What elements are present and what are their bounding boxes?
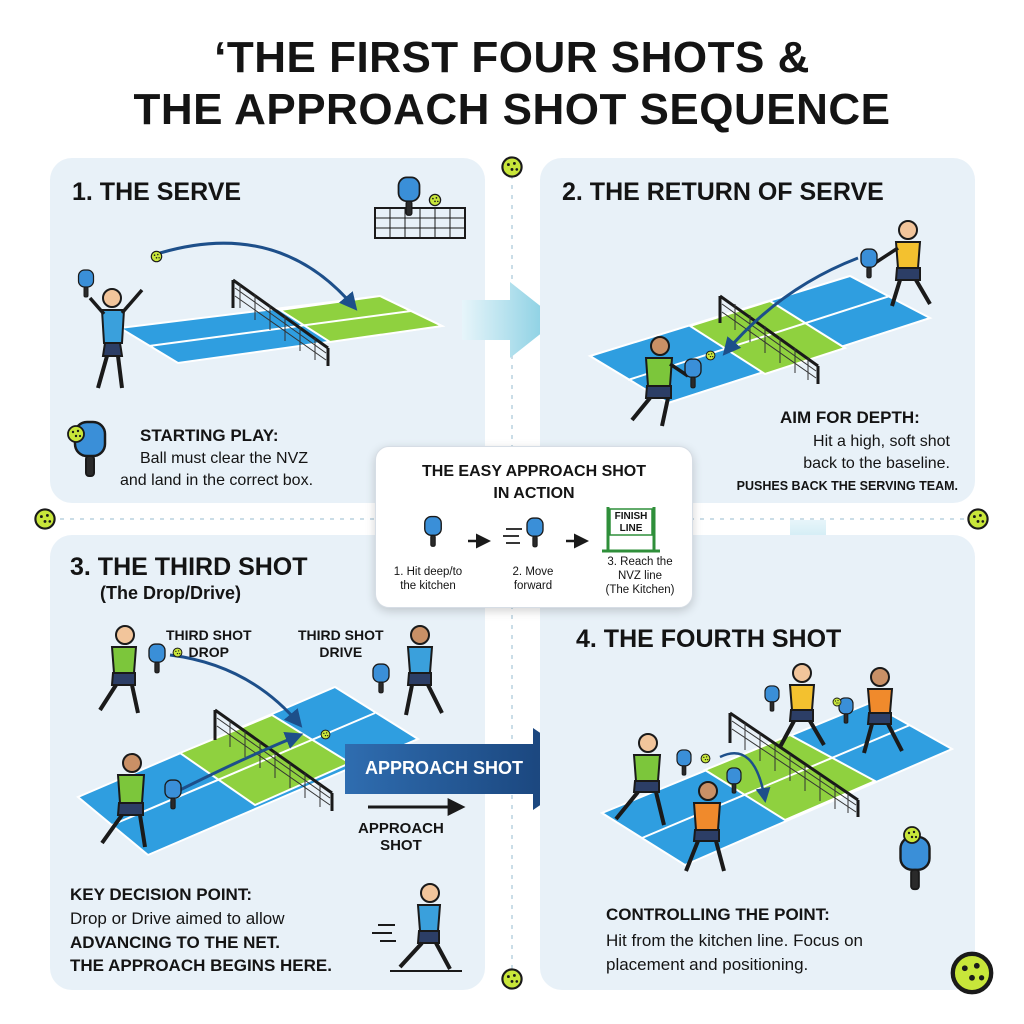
title-line-1: ‘THE FIRST FOUR SHOTS &	[214, 33, 810, 82]
serve-illustration	[67, 176, 466, 478]
return-illustration	[587, 220, 933, 427]
page-title: ‘THE FIRST FOUR SHOTS & THE APPROACH SHO…	[0, 32, 1024, 136]
caption-emphasis: THE APPROACH BEGINS HERE.	[70, 956, 332, 975]
caption-heading: CONTROLLING THE POINT:	[606, 905, 830, 924]
ball-icon	[500, 155, 524, 179]
player-icon	[630, 336, 689, 427]
label-line: DRIVE	[319, 644, 363, 660]
label-line: THIRD SHOT	[298, 627, 384, 643]
caption-line: Hit from the kitchen line. Focus on	[606, 931, 864, 950]
ball-icon	[700, 753, 711, 764]
label-line: APPROACH	[358, 820, 444, 837]
step-line: NVZ line	[617, 570, 663, 582]
paddle-icon	[424, 515, 442, 548]
step-line: (The Kitchen)	[605, 584, 675, 596]
paddle-icon	[397, 176, 421, 217]
approach-steps-illustration	[424, 507, 660, 553]
caption-line: Drop or Drive aimed to allow	[70, 909, 285, 928]
caption-heading: AIM FOR DEPTH:	[780, 408, 920, 427]
box-title-line: THE EASY APPROACH SHOT	[421, 463, 647, 480]
paddle-icon	[372, 663, 390, 694]
player-icon	[684, 781, 726, 872]
player-icon	[778, 663, 826, 748]
player-icon	[404, 625, 444, 716]
net-icon	[231, 278, 330, 366]
player-icon	[874, 220, 932, 307]
finish-line-label: FINISH LINE	[614, 511, 648, 535]
ball-icon	[705, 350, 716, 361]
step-line: the kitchen	[400, 580, 456, 592]
step-1: 1. Hit deep/to the kitchen	[382, 565, 474, 593]
label-line: DROP	[188, 644, 229, 660]
fourth-shot-illustration	[599, 663, 975, 990]
caption-line: Hit a high, soft shot	[813, 433, 950, 450]
ball-icon	[33, 507, 57, 531]
step-2: 2. Move forward	[488, 565, 578, 593]
ball-icon	[428, 193, 442, 207]
ball-icon	[903, 826, 921, 844]
panel-title: 4. THE FOURTH SHOT	[576, 625, 842, 653]
panel-serve: 1. THE SERVE	[50, 158, 485, 503]
paddle-icon	[676, 749, 692, 776]
finish-line-icon	[602, 507, 660, 553]
ball-icon	[832, 697, 842, 707]
label-line: SHOT	[380, 837, 422, 854]
net-icon	[213, 708, 334, 811]
ball-icon	[966, 507, 990, 531]
paddle-icon	[77, 269, 95, 298]
paddle-icon	[764, 685, 780, 712]
step-3: 3. Reach the NVZ line (The Kitchen)	[590, 555, 690, 597]
player-icon	[372, 883, 462, 972]
panel-return-of-serve: 2. THE RETURN OF SERVE AIM	[540, 158, 975, 503]
ball-icon	[953, 954, 991, 992]
ball-icon	[320, 729, 331, 740]
paddle-icon	[148, 643, 166, 674]
title-line-2: THE APPROACH SHOT SEQUENCE	[133, 85, 891, 134]
caption-line: placement and positioning.	[606, 955, 809, 974]
third-shot-illustration	[76, 625, 466, 972]
player-icon	[88, 288, 144, 389]
step-line: 3. Reach the	[607, 556, 673, 568]
caption-emphasis: ADVANCING TO THE NET.	[70, 933, 280, 952]
step-line: 1. Hit deep/to	[393, 566, 463, 578]
panel-subtitle: (The Drop/Drive)	[100, 583, 242, 603]
panel-fourth-shot: 4. THE FOURTH SHOT	[540, 535, 975, 990]
caption-emphasis: PUSHES BACK THE SERVING TEAM.	[736, 479, 958, 493]
finish-label-line: LINE	[619, 523, 643, 534]
player-icon	[100, 753, 147, 848]
caption-line: and land in the correct box.	[120, 472, 314, 489]
label-approach-shot-small: APPROACH SHOT	[358, 820, 444, 854]
finish-label-line: FINISH	[614, 511, 648, 522]
caption-line: Ball must clear the NVZ	[140, 450, 309, 467]
caption-heading: STARTING PLAY:	[140, 426, 279, 445]
net-icon	[728, 711, 860, 817]
step-line: forward	[513, 580, 553, 592]
caption-line: back to the baseline.	[803, 455, 950, 472]
box-title-line: IN ACTION	[493, 485, 575, 502]
arrow-icon	[462, 282, 558, 358]
label-line: THIRD SHOT	[166, 627, 252, 643]
label-third-shot-drop: THIRD SHOT DROP	[166, 627, 252, 661]
ball-icon	[67, 425, 85, 443]
paddle-icon	[526, 517, 544, 548]
label-approach-shot: APPROACH SHOT	[365, 758, 524, 778]
caption-heading: KEY DECISION POINT:	[70, 885, 252, 904]
player-icon	[862, 667, 904, 754]
paddle-icon	[860, 248, 878, 279]
approach-arrow	[345, 728, 593, 810]
net-icon	[374, 207, 466, 239]
panel-title: 3. THE THIRD SHOT	[70, 553, 308, 581]
ball-icon	[150, 250, 163, 263]
player-icon	[98, 625, 140, 714]
ball-icon	[500, 967, 524, 991]
paddle-icon	[899, 835, 931, 891]
player-icon	[614, 733, 666, 826]
panel-title: 1. THE SERVE	[72, 178, 242, 206]
label-third-shot-drive: THIRD SHOT DRIVE	[298, 627, 384, 661]
approach-in-action-box: THE EASY APPROACH SHOT IN ACTION FINISH …	[375, 446, 693, 608]
panel-title: 2. THE RETURN OF SERVE	[562, 178, 884, 206]
net-icon	[718, 294, 820, 384]
step-line: 2. Move	[512, 566, 554, 578]
box-title: THE EASY APPROACH SHOT IN ACTION	[376, 461, 692, 505]
